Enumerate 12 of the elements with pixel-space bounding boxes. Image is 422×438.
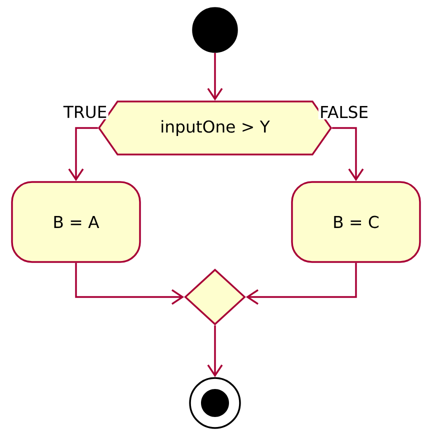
arrow [332,127,364,182]
arrow [246,262,357,305]
edge-label: TRUE [62,104,108,120]
end-node [189,377,241,429]
action-box: B = C [291,181,421,263]
edge-label: FALSE [318,104,370,120]
arrow [207,52,223,101]
arrow [207,325,223,378]
arrow [68,127,98,182]
start-node [192,7,238,53]
arrow [75,262,184,305]
action-box: B = A [11,181,141,263]
